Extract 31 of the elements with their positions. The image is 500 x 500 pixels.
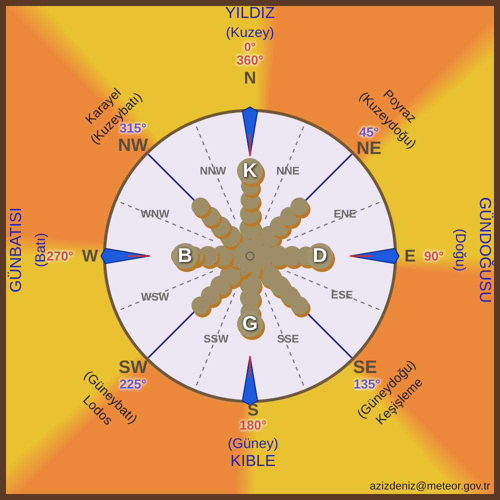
degree-label: 270° (46, 250, 74, 262)
compass-point: NNW (200, 166, 226, 178)
direction-name: (Kuzey) (226, 25, 274, 39)
compass-point: S (247, 402, 259, 418)
email-address: azizdeniz@meteor.gov.tr (370, 482, 490, 492)
compass-point: W (82, 248, 98, 264)
compass-point: NNE (276, 166, 300, 178)
arm-letter: K (242, 161, 258, 181)
wind-name: GÜNBATISI (9, 207, 25, 293)
compass-point: SW (118, 358, 148, 376)
arm-letter: D (312, 246, 328, 266)
compass-point: WNW (140, 210, 170, 220)
compass-point: SSW (203, 334, 229, 346)
compass-point: ESE (331, 290, 353, 302)
direction-name: (Doğu) (454, 228, 468, 272)
wind-name: KIBLE (230, 454, 276, 470)
compass-point: N (244, 70, 256, 86)
degree-label: 90° (424, 250, 444, 262)
degree-label: 360° (236, 54, 264, 66)
degree-label: 180° (240, 418, 266, 432)
direction-name: (Batı) (33, 232, 47, 268)
direction-name: (Güney) (228, 436, 278, 450)
compass-point: ENE (334, 210, 356, 220)
compass-point: WSW (140, 292, 170, 304)
wind-name: GÜNDOĞUSU (476, 197, 492, 303)
degree-label: 0° (244, 41, 256, 53)
wind-name: YILDIZ (225, 6, 275, 22)
arm-letter: B (178, 246, 192, 266)
arm-letter: G (242, 314, 258, 334)
compass-point: E (404, 248, 416, 264)
compass-point: SSE (277, 334, 299, 346)
